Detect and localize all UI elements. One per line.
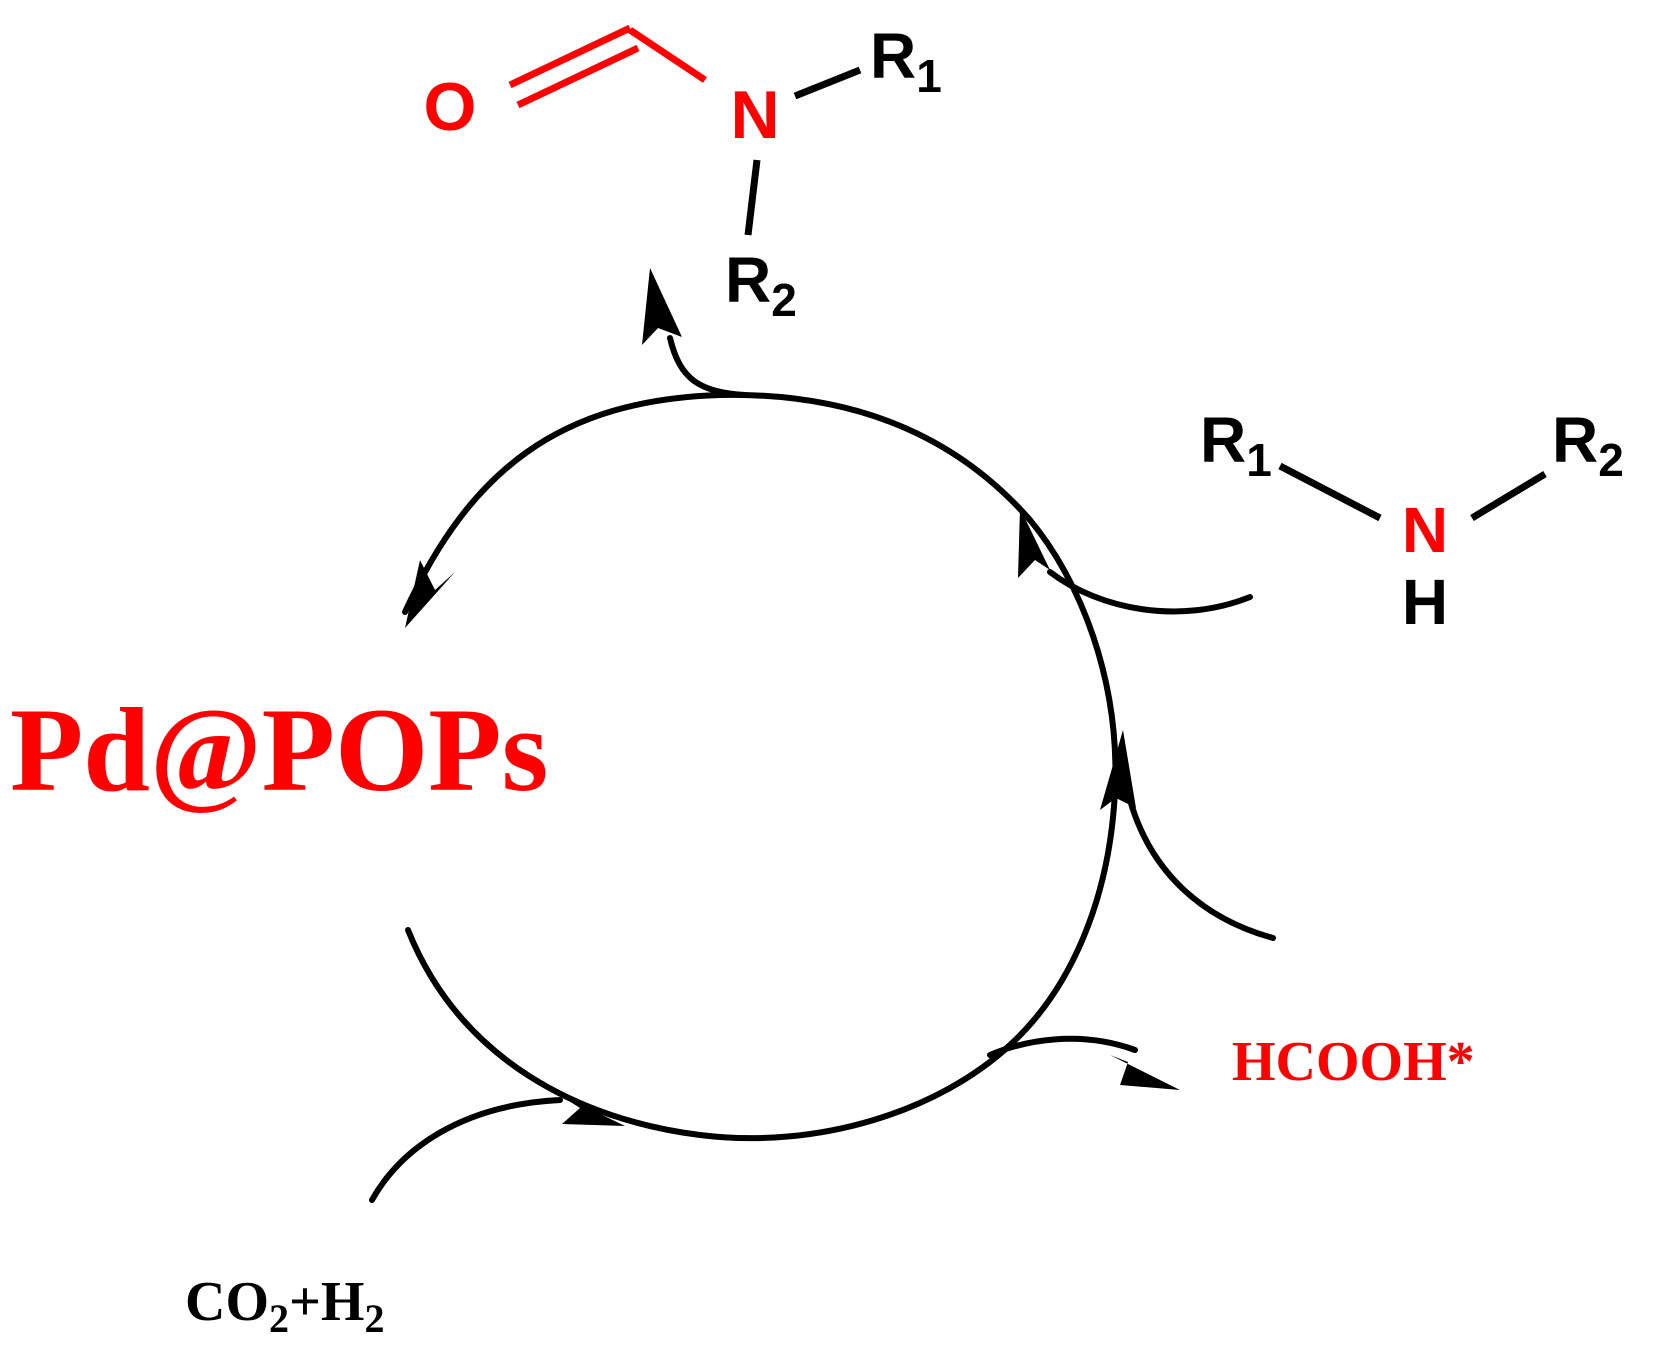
amine-n-r2-bond bbox=[1470, 471, 1547, 521]
formamide-product: O N R1 R2 bbox=[424, 20, 942, 326]
carbonyl-double-bond-2 bbox=[516, 44, 640, 109]
h2-subscript: 2 bbox=[364, 1296, 384, 1341]
product-r2: R bbox=[725, 244, 771, 316]
product-exit-arrowhead bbox=[642, 268, 682, 345]
amine-r1-label: R1 bbox=[1200, 404, 1272, 486]
amine-r1-n-bond bbox=[1278, 462, 1382, 522]
product-nitrogen: N bbox=[730, 77, 779, 153]
formyl-n-bond bbox=[628, 27, 707, 83]
amine-r2: R bbox=[1552, 404, 1598, 476]
hcooh-exit-arc bbox=[987, 1035, 1138, 1058]
amine-r2-label: R2 bbox=[1552, 404, 1624, 486]
amine-nitrogen: N bbox=[1402, 494, 1448, 566]
co2-subscript: 2 bbox=[269, 1296, 289, 1341]
hcooh-label: HCOOH* bbox=[1232, 1031, 1475, 1093]
product-r1-label: R1 bbox=[870, 20, 942, 102]
plus-h-text: +H bbox=[289, 1271, 364, 1333]
co2-h2-label: CO2+H2 bbox=[185, 1271, 384, 1341]
product-oxygen: O bbox=[424, 69, 477, 145]
amine-r1: R bbox=[1200, 404, 1246, 476]
arrowhead-left bbox=[405, 560, 455, 628]
product-r2-subscript: 2 bbox=[771, 274, 797, 326]
product-exit-arc bbox=[667, 335, 748, 398]
arrowhead-right bbox=[1100, 730, 1136, 810]
amine-r1-subscript: 1 bbox=[1246, 434, 1272, 486]
n-r1-bond bbox=[793, 66, 862, 100]
product-r2-label: R2 bbox=[725, 244, 797, 326]
arrowhead-top-right bbox=[1018, 508, 1050, 578]
carbonyl-double-bond-1 bbox=[508, 24, 632, 89]
arrowhead-bottom bbox=[555, 1092, 625, 1126]
catalyst-label: Pd@POPs bbox=[10, 683, 548, 816]
secondary-amine: R1 R2 N H bbox=[1200, 404, 1624, 638]
product-r1-subscript: 1 bbox=[916, 50, 942, 102]
lower-right-entry-arc bbox=[1127, 797, 1276, 941]
hcooh-exit-arrowhead bbox=[1110, 1055, 1180, 1090]
co2-entry-arc bbox=[369, 1097, 563, 1203]
co2-text: CO bbox=[185, 1271, 269, 1333]
n-r2-bond bbox=[744, 159, 761, 236]
cycle-arc-top bbox=[402, 391, 1033, 615]
amine-r2-subscript: 2 bbox=[1598, 434, 1624, 486]
amine-hydrogen: H bbox=[1402, 566, 1448, 638]
product-r1: R bbox=[870, 20, 916, 92]
amine-entry-arc bbox=[1047, 569, 1253, 615]
